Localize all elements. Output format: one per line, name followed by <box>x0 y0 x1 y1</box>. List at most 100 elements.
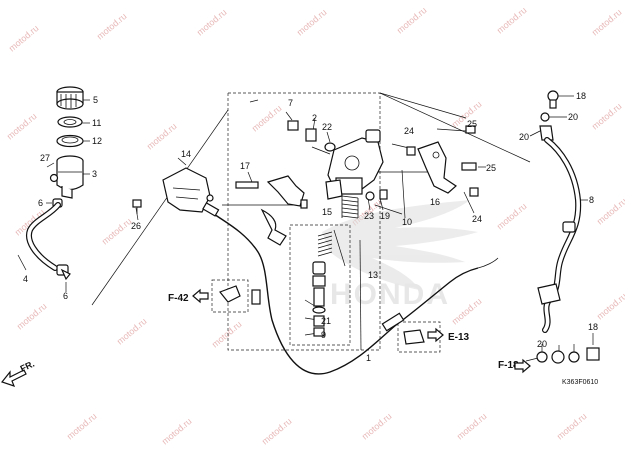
direction-label: FR. <box>19 359 36 374</box>
callout-15[interactable]: 15 <box>322 207 332 217</box>
bolt-19 <box>379 189 388 200</box>
callout-14[interactable]: 14 <box>181 149 191 159</box>
cable-guide-icon <box>403 329 425 345</box>
front-direction-indicator: FR. <box>0 359 36 387</box>
leader-line <box>379 197 384 211</box>
watermark: motod.ru <box>145 121 179 151</box>
leader-line <box>249 99 259 103</box>
callout-6-upper[interactable]: 6 <box>38 198 43 208</box>
callout-20-lower[interactable]: 20 <box>537 339 547 349</box>
callout-25-upper[interactable]: 25 <box>467 119 477 129</box>
ref-label-f42[interactable]: F-42 <box>168 293 189 304</box>
leader-line <box>46 162 55 168</box>
arrow-right-icon <box>427 327 444 343</box>
pivot-nut <box>287 120 299 131</box>
watermark: motod.ru <box>555 411 589 441</box>
reservoir-bracket <box>132 167 214 214</box>
watermark: motod.ru <box>250 103 284 133</box>
clutch-cable <box>202 202 499 375</box>
leader-line <box>379 92 467 119</box>
bracket-bolt <box>132 199 142 208</box>
leader-line <box>529 129 543 137</box>
leader-line <box>304 299 319 309</box>
callout-18-upper[interactable]: 18 <box>576 91 586 101</box>
watermark: motod.ru <box>595 291 625 321</box>
ref-f42[interactable]: F-42 <box>168 285 241 304</box>
callout-21[interactable]: 21 <box>321 316 331 326</box>
hose-clamp-right <box>562 221 576 233</box>
callout-7[interactable]: 7 <box>288 98 293 108</box>
callout-26[interactable]: 26 <box>131 221 141 231</box>
reservoir-assembly <box>26 86 84 281</box>
callout-4[interactable]: 4 <box>23 274 28 284</box>
callout-20-side[interactable]: 20 <box>519 132 529 142</box>
callout-9[interactable]: 9 <box>321 330 326 340</box>
callout-25-lower[interactable]: 25 <box>486 163 496 173</box>
hose-bracket <box>406 125 479 197</box>
leader-line <box>247 171 253 183</box>
ref-label-e13[interactable]: E-13 <box>448 332 470 343</box>
watermark: motod.ru <box>195 7 229 37</box>
callout-13[interactable]: 13 <box>368 270 378 280</box>
callout-23[interactable]: 23 <box>364 211 374 221</box>
leader-line <box>177 157 187 166</box>
watermark-layer: motod.ru motod.ru motod.ru motod.ru moto… <box>5 5 625 446</box>
callout-20-upper[interactable]: 20 <box>568 112 578 122</box>
o-ring <box>324 142 336 152</box>
diagram-code: K363F0610 <box>562 379 598 386</box>
clutch-hose <box>536 90 600 364</box>
callouts: 5 11 12 27 3 6 4 6 14 26 7 2 22 17 15 23… <box>23 91 598 363</box>
watermark: motod.ru <box>115 316 149 346</box>
switch-connector <box>300 199 308 209</box>
callout-11[interactable]: 11 <box>92 118 101 128</box>
callout-24-upper[interactable]: 24 <box>404 126 414 136</box>
callout-2[interactable]: 2 <box>312 113 317 123</box>
callout-5[interactable]: 5 <box>93 95 98 105</box>
clutch-switch <box>266 175 305 207</box>
callout-24-lower[interactable]: 24 <box>472 214 482 224</box>
leader-line <box>91 109 229 306</box>
bracket-bolt-25 <box>465 125 476 134</box>
master-cylinder-frame <box>227 92 381 351</box>
watermark: motod.ru <box>100 216 134 246</box>
reservoir-tank <box>56 155 84 199</box>
brand-logo: HONDA <box>322 200 478 311</box>
cable-end-upper <box>202 202 220 217</box>
callout-10[interactable]: 10 <box>402 217 412 227</box>
ref-label-f18[interactable]: F-18 <box>498 360 519 371</box>
callout-3[interactable]: 3 <box>92 169 97 179</box>
watermark: motod.ru <box>495 5 529 35</box>
callout-18-lower[interactable]: 18 <box>588 322 598 332</box>
callout-22[interactable]: 22 <box>322 122 332 132</box>
arrow-left-icon <box>192 288 209 304</box>
leader-line <box>359 239 362 351</box>
callout-27[interactable]: 27 <box>40 153 50 163</box>
watermark: motod.ru <box>495 201 529 231</box>
lever-bracket <box>260 208 287 246</box>
leader-line <box>525 357 539 362</box>
callout-12[interactable]: 12 <box>92 136 102 146</box>
watermark: motod.ru <box>15 301 49 331</box>
watermark: motod.ru <box>395 5 429 35</box>
watermark: motod.ru <box>7 23 41 53</box>
bracket-bolt-24 <box>406 146 416 156</box>
clutch-master-cylinder <box>311 129 384 200</box>
return-spring <box>341 195 359 219</box>
watermark: motod.ru <box>65 411 99 441</box>
callout-6-lower[interactable]: 6 <box>63 291 68 301</box>
piston-boot <box>313 315 325 327</box>
watermark: motod.ru <box>210 319 244 349</box>
callout-19[interactable]: 19 <box>380 211 390 221</box>
hose-joint-upper <box>539 125 554 141</box>
callout-8[interactable]: 8 <box>589 195 594 205</box>
pivot-bolt <box>305 128 317 142</box>
callout-16[interactable]: 16 <box>430 197 440 207</box>
ref-f18[interactable]: F-18 <box>498 358 531 374</box>
leader-line <box>374 204 403 215</box>
leader-line <box>379 92 531 163</box>
ref-e13[interactable]: E-13 <box>403 327 470 345</box>
cable-clip-icon <box>219 285 241 303</box>
arrow-front-icon <box>0 369 27 387</box>
callout-17[interactable]: 17 <box>240 161 250 171</box>
callout-1[interactable]: 1 <box>366 353 371 363</box>
